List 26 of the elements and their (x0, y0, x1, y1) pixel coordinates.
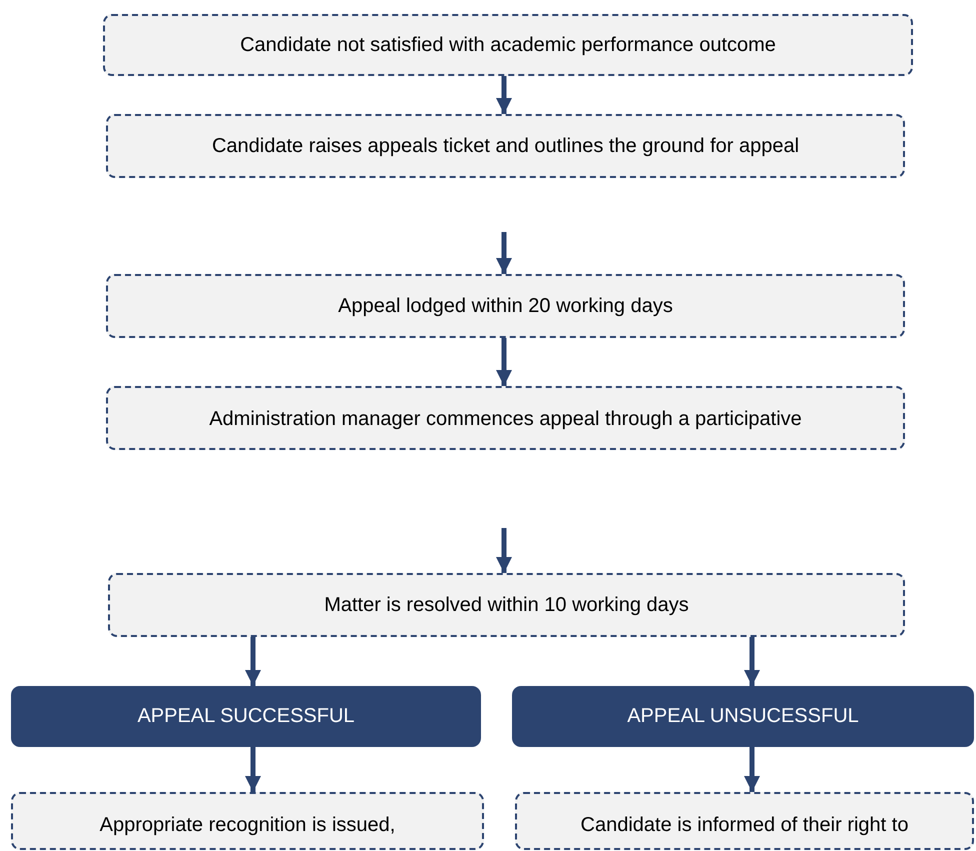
outcome-box (11, 686, 481, 747)
arrow (496, 76, 512, 114)
arrow (744, 637, 760, 686)
arrow (744, 747, 760, 792)
arrow (245, 747, 261, 792)
process-box (11, 792, 484, 850)
node-text: APPEAL UNSUCESSFUL (626, 705, 860, 728)
process-box (515, 792, 974, 850)
node-text: Matter is resolved within 10 working days (323, 594, 690, 616)
node-text: Candidate not satisfied with academic performance outcome (239, 34, 777, 56)
process-box (106, 114, 905, 178)
node-text: Candidate is informed of their right to (580, 814, 910, 837)
node-text: Appropriate recognition is issued, (98, 814, 396, 837)
node-text: Appeal lodged within 20 working days (337, 294, 674, 318)
process-box (106, 274, 905, 338)
arrow (496, 528, 512, 573)
arrow (496, 232, 512, 274)
process-box (106, 386, 905, 450)
process-box (103, 14, 913, 76)
arrow (245, 637, 261, 686)
node-text: Candidate raises appeals ticket and outlines the ground for appeal (210, 134, 800, 158)
node-text: Administration manager commences appeal through a participative (208, 408, 803, 431)
arrow (496, 338, 512, 386)
outcome-box (512, 686, 974, 747)
process-box (108, 573, 905, 637)
node-text: APPEAL SUCCESSFUL (136, 705, 356, 728)
